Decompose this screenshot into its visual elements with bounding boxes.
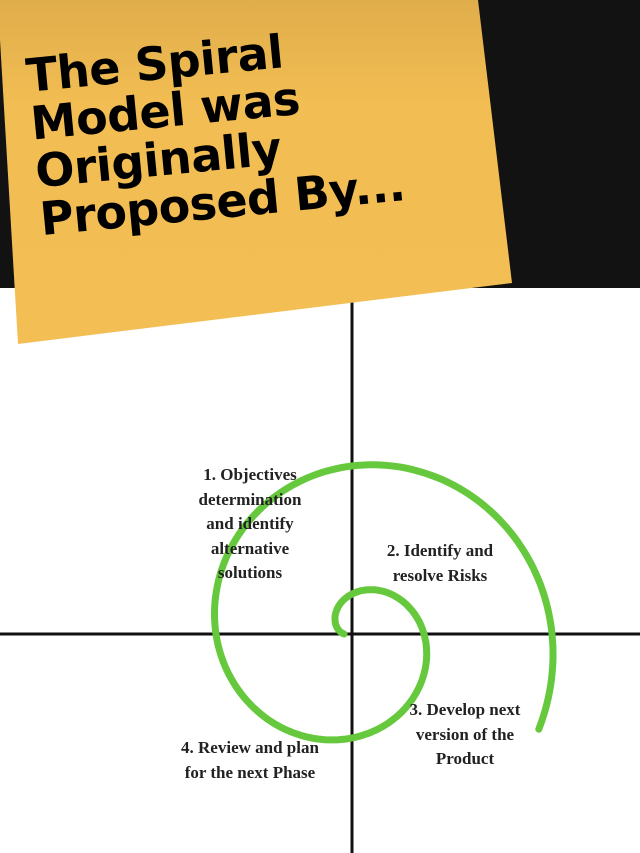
label-line: version of the bbox=[415, 724, 515, 744]
quadrant-1-label: 1. Objectives determination and identify… bbox=[160, 463, 340, 586]
quadrant-2-label: 2. Identify and resolve Risks bbox=[360, 539, 520, 588]
label-line: Product bbox=[435, 749, 495, 768]
label-line: for the next Phase bbox=[184, 762, 316, 782]
label-line: 1. Objectives bbox=[203, 465, 297, 484]
label-line: determination bbox=[198, 489, 302, 509]
label-line: alternative bbox=[210, 538, 290, 558]
label-line: 4. Review and plan bbox=[181, 738, 319, 757]
quadrant-4-label: 4. Review and plan for the next Phase bbox=[150, 736, 350, 785]
label-line: and identify bbox=[206, 514, 294, 533]
label-line: 3. Develop next bbox=[409, 700, 521, 719]
label-line: solutions bbox=[217, 563, 283, 582]
label-line: resolve Risks bbox=[392, 565, 488, 585]
label-line: 2. Identify and bbox=[386, 541, 494, 560]
title-card bbox=[0, 0, 512, 344]
quadrant-3-label: 3. Develop next version of the Product bbox=[385, 698, 545, 772]
spiral-curve bbox=[211, 461, 557, 744]
